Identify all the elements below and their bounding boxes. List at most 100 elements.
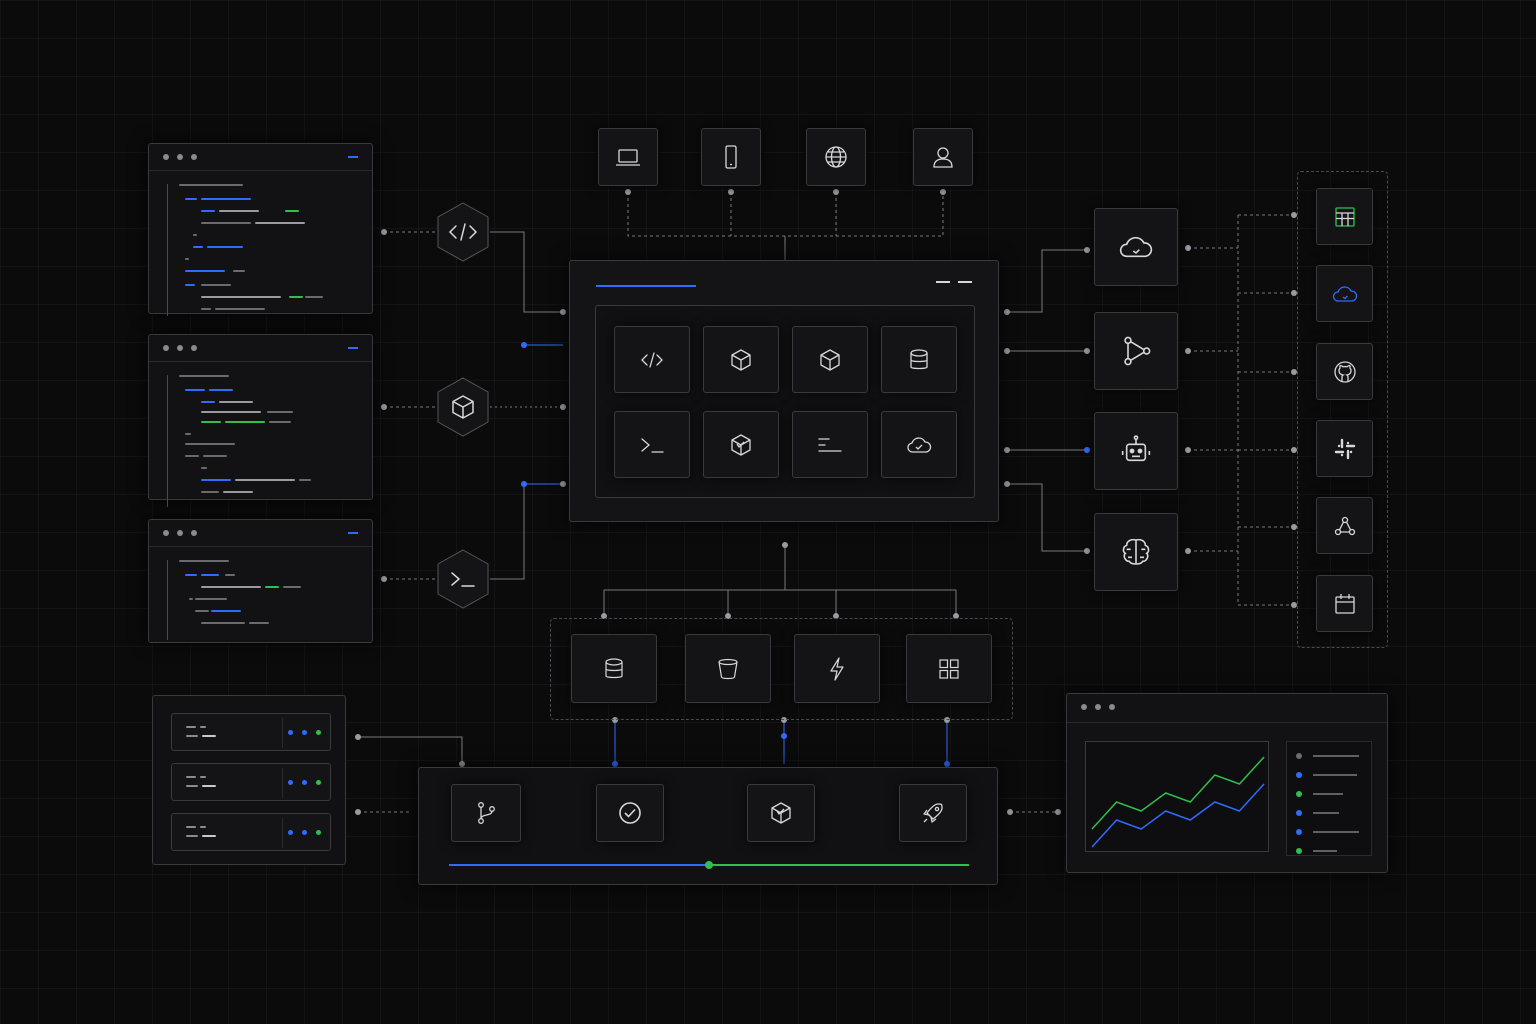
integration-spreadsheet[interactable] xyxy=(1316,188,1373,245)
status-led xyxy=(302,830,307,835)
globe-icon xyxy=(825,146,847,168)
web-node[interactable] xyxy=(806,128,866,186)
laptop-node[interactable] xyxy=(598,128,658,186)
series-line-2 xyxy=(1091,783,1265,848)
code-line xyxy=(201,222,251,224)
terminal-hex-node[interactable] xyxy=(436,549,490,609)
package-hex-node[interactable] xyxy=(436,377,490,437)
server-unit[interactable] xyxy=(171,713,331,751)
ml-model-node[interactable] xyxy=(1094,513,1178,591)
package-icon xyxy=(731,348,751,371)
module-package-1[interactable] xyxy=(703,326,779,393)
code-content xyxy=(149,560,372,642)
module-terminal[interactable] xyxy=(614,411,690,478)
code-line xyxy=(201,574,219,576)
pipeline-step-build[interactable] xyxy=(747,784,815,842)
code-line xyxy=(215,308,265,310)
code-line xyxy=(201,198,251,200)
code-line xyxy=(193,234,197,236)
label-line xyxy=(200,826,206,828)
code-line xyxy=(289,296,303,298)
ai-agent-node[interactable] xyxy=(1094,412,1178,490)
window-titlebar xyxy=(1067,694,1387,723)
module-box[interactable] xyxy=(703,411,779,478)
pipeline-step-branch[interactable] xyxy=(451,784,521,842)
code-line xyxy=(185,455,199,457)
code-line xyxy=(211,610,241,612)
legend-list xyxy=(1296,753,1359,854)
core-platform-window[interactable] xyxy=(569,260,999,522)
code-line xyxy=(249,622,269,624)
integration-webhook[interactable] xyxy=(1316,497,1373,554)
analytics-dashboard[interactable] xyxy=(1066,693,1388,873)
chart-legend xyxy=(1286,741,1372,856)
server-unit[interactable] xyxy=(171,813,331,851)
series-line-1 xyxy=(1091,756,1265,830)
window-controls[interactable] xyxy=(936,281,972,284)
code-hex-node[interactable] xyxy=(436,202,490,262)
storage-bucket[interactable] xyxy=(685,634,771,703)
code-gutter xyxy=(167,560,168,640)
grid-icon xyxy=(939,658,959,679)
user-node[interactable] xyxy=(913,128,973,186)
code-editor-window-1[interactable] xyxy=(148,143,373,316)
label-line xyxy=(186,776,196,778)
code-line xyxy=(185,574,197,576)
server-unit[interactable] xyxy=(171,763,331,801)
storage-group xyxy=(550,618,1013,720)
label-line xyxy=(186,835,198,837)
code-editor-window-2[interactable] xyxy=(148,334,373,507)
mobile-icon xyxy=(725,145,737,169)
code-line xyxy=(193,246,203,248)
code-line xyxy=(235,479,295,481)
status-led xyxy=(288,730,293,735)
cloud-service-node[interactable] xyxy=(1094,208,1178,286)
status-led xyxy=(316,730,321,735)
storage-database[interactable] xyxy=(571,634,657,703)
slack-icon xyxy=(1334,438,1355,459)
code-line xyxy=(269,421,291,423)
code-line xyxy=(223,491,253,493)
integration-calendar[interactable] xyxy=(1316,575,1373,632)
mobile-node[interactable] xyxy=(701,128,761,186)
integration-slack[interactable] xyxy=(1316,420,1373,477)
module-package-2[interactable] xyxy=(792,326,868,393)
code-icon xyxy=(641,351,663,368)
code-gutter xyxy=(167,184,168,316)
status-led xyxy=(316,780,321,785)
module-cloud[interactable] xyxy=(881,411,957,478)
branch-icon xyxy=(478,802,495,824)
code-line xyxy=(267,411,293,413)
label-line xyxy=(186,735,198,737)
module-text-lines[interactable] xyxy=(792,411,868,478)
code-line xyxy=(201,467,207,469)
integration-cloud[interactable] xyxy=(1316,265,1373,322)
lightning-icon xyxy=(830,656,844,681)
robot-icon xyxy=(1121,435,1151,462)
storage-function[interactable] xyxy=(794,634,880,703)
line-chart-panel xyxy=(1085,741,1269,852)
graph-icon xyxy=(1124,336,1151,366)
code-line xyxy=(185,284,195,286)
storage-grid[interactable] xyxy=(906,634,992,703)
legend-marker xyxy=(1296,810,1302,816)
code-line xyxy=(265,586,279,588)
integration-github[interactable] xyxy=(1316,343,1373,400)
pipeline-step-deploy[interactable] xyxy=(899,784,967,842)
bucket-icon xyxy=(718,658,738,679)
code-line xyxy=(201,401,215,403)
status-led xyxy=(288,780,293,785)
code-line xyxy=(201,622,245,624)
code-line xyxy=(209,389,233,391)
pipeline-step-test[interactable] xyxy=(596,784,664,842)
module-code[interactable] xyxy=(614,326,690,393)
workflow-graph-node[interactable] xyxy=(1094,312,1178,390)
window-titlebar xyxy=(149,335,372,362)
label-line xyxy=(186,785,198,787)
label-line xyxy=(200,776,206,778)
code-content xyxy=(149,184,372,316)
module-database[interactable] xyxy=(881,326,957,393)
code-editor-window-3[interactable] xyxy=(148,519,373,643)
code-line xyxy=(195,598,227,600)
